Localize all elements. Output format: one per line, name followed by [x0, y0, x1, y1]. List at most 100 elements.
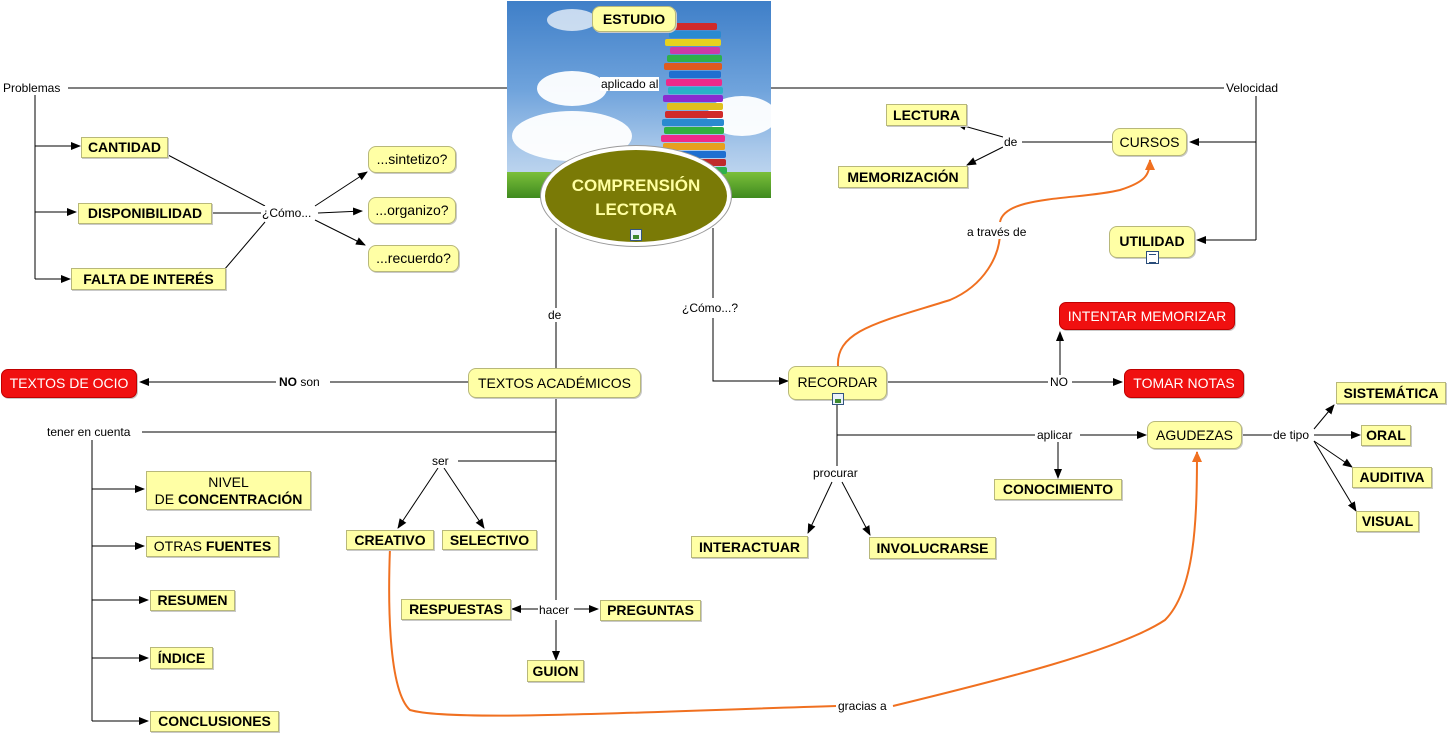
- node-label: GUION: [532, 662, 579, 679]
- link-label-como-pregunta: ¿Cómo...?: [681, 301, 740, 315]
- node-label-bold: CONCENTRACIÓN: [177, 490, 303, 507]
- node-lectura[interactable]: LECTURA: [886, 104, 967, 126]
- node-label: ...recuerdo?: [376, 250, 451, 266]
- node-interactuar[interactable]: INTERACTUAR: [691, 536, 808, 558]
- node-label: TEXTOS ACADÉMICOS: [478, 374, 631, 391]
- node-label: PREGUNTAS: [607, 602, 694, 618]
- node-label: TOMAR NOTAS: [1133, 375, 1235, 391]
- node-label: SISTEMÁTICA: [1343, 384, 1439, 401]
- node-recordar[interactable]: RECORDAR: [788, 366, 887, 405]
- link-label-procurar: procurar: [812, 466, 859, 480]
- node-organizo[interactable]: ...organizo?: [368, 197, 456, 224]
- link-label-no: NO: [279, 375, 297, 389]
- link-label-gracias-a: gracias a: [837, 699, 888, 713]
- node-nivel-de-concentracion[interactable]: NIVEL DE CONCENTRACIÓN: [146, 471, 311, 510]
- link-label-problemas: Problemas: [2, 81, 62, 95]
- node-label: CURSOS: [1119, 133, 1180, 150]
- link-label-hacer: hacer: [538, 603, 571, 617]
- link-label-tener-en-cuenta: tener en cuenta: [46, 425, 132, 439]
- node-label: CANTIDAD: [87, 139, 162, 155]
- node-label-line2: DE CONCENTRACIÓN: [155, 491, 303, 508]
- node-label: AUDITIVA: [1359, 469, 1425, 485]
- node-label: INTERACTUAR: [698, 538, 801, 555]
- node-label: CREATIVO: [354, 531, 426, 548]
- node-sintetizo[interactable]: ...sintetizo?: [368, 146, 456, 173]
- link-label-de: de: [547, 308, 563, 322]
- link-label-ser: ser: [431, 454, 450, 468]
- node-label: ...sintetizo?: [376, 151, 448, 167]
- link-label-aplicado-al: aplicado al: [600, 77, 660, 91]
- link-label-a-traves-de: a través de: [966, 225, 1028, 239]
- node-conclusiones[interactable]: CONCLUSIONES: [150, 711, 279, 732]
- node-label: ...organizo?: [375, 202, 449, 218]
- image-attachment-icon[interactable]: [832, 393, 844, 405]
- node-memorizacion[interactable]: MEMORIZACIÓN: [838, 166, 968, 188]
- node-resumen[interactable]: RESUMEN: [150, 590, 235, 611]
- node-label: RESUMEN: [157, 592, 228, 608]
- node-preguntas[interactable]: PREGUNTAS: [600, 600, 701, 621]
- center-concept-comprension-lectora[interactable]: COMPRENSIÓN LECTORA: [541, 146, 731, 246]
- node-label-prefix: OTRAS: [153, 538, 202, 554]
- node-indice[interactable]: ÍNDICE: [150, 647, 213, 669]
- node-otras-fuentes[interactable]: OTRAS FUENTES: [146, 536, 279, 557]
- node-label: RESPUESTAS: [409, 601, 503, 617]
- node-label: RECORDAR: [797, 374, 878, 390]
- center-title-line2: LECTORA: [595, 200, 677, 219]
- node-respuestas[interactable]: RESPUESTAS: [401, 599, 511, 620]
- node-disponibilidad[interactable]: DISPONIBILIDAD: [78, 203, 212, 224]
- node-involucrarse[interactable]: INVOLUCRARSE: [869, 537, 996, 559]
- node-creativo[interactable]: CREATIVO: [346, 530, 434, 550]
- node-label: CONOCIMIENTO: [1002, 481, 1114, 497]
- node-recuerdo[interactable]: ...recuerdo?: [368, 245, 459, 272]
- node-auditiva[interactable]: AUDITIVA: [1352, 467, 1432, 488]
- node-textos-de-ocio[interactable]: TEXTOS DE OCIO: [1, 369, 137, 398]
- node-label-bold: FUENTES: [205, 538, 272, 554]
- document-attachment-icon[interactable]: [1146, 251, 1159, 264]
- link-label-velocidad: Velocidad: [1225, 81, 1280, 95]
- node-selectivo[interactable]: SELECTIVO: [442, 530, 537, 550]
- node-estudio[interactable]: ESTUDIO: [592, 6, 676, 32]
- node-textos-academicos[interactable]: TEXTOS ACADÉMICOS: [468, 368, 641, 398]
- cloud: [547, 9, 597, 31]
- link-label-no-son: NO son: [278, 375, 321, 389]
- center-title-line1: COMPRENSIÓN: [571, 176, 701, 195]
- node-tomar-notas[interactable]: TOMAR NOTAS: [1124, 369, 1244, 398]
- node-utilidad[interactable]: UTILIDAD: [1109, 226, 1195, 264]
- link-label-aplicar: aplicar: [1036, 428, 1074, 442]
- node-label: UTILIDAD: [1119, 233, 1185, 249]
- node-label-prefix: DE: [154, 490, 178, 507]
- node-label: AGUDEZAS: [1155, 426, 1233, 443]
- node-label-line1: NIVEL: [208, 473, 249, 490]
- node-label: LECTURA: [893, 106, 960, 123]
- node-label: MEMORIZACIÓN: [847, 168, 959, 185]
- node-label: ÍNDICE: [157, 649, 206, 666]
- link-label-son: son: [297, 375, 320, 389]
- node-label: FALTA DE INTERÉS: [83, 270, 214, 287]
- node-agudezas[interactable]: AGUDEZAS: [1147, 421, 1242, 449]
- node-label: ORAL: [1366, 427, 1406, 443]
- node-label: INVOLUCRARSE: [876, 539, 989, 556]
- node-cursos[interactable]: CURSOS: [1112, 128, 1187, 156]
- cloud: [537, 71, 607, 106]
- node-label: VISUAL: [1361, 513, 1414, 529]
- node-guion[interactable]: GUION: [527, 660, 584, 682]
- link-label-de: de: [1003, 135, 1019, 149]
- node-label: INTENTAR MEMORIZAR: [1067, 307, 1227, 324]
- node-label: TEXTOS DE OCIO: [9, 375, 129, 391]
- node-label: CONCLUSIONES: [158, 713, 271, 729]
- node-conocimiento[interactable]: CONOCIMIENTO: [994, 479, 1122, 500]
- node-visual[interactable]: VISUAL: [1356, 511, 1419, 532]
- link-label-no: NO: [1049, 375, 1069, 389]
- node-label: DISPONIBILIDAD: [87, 205, 203, 221]
- node-sistematica[interactable]: SISTEMÁTICA: [1336, 382, 1446, 404]
- node-falta-de-interes[interactable]: FALTA DE INTERÉS: [71, 268, 226, 290]
- image-attachment-icon[interactable]: [630, 228, 642, 241]
- node-cantidad[interactable]: CANTIDAD: [81, 137, 168, 158]
- node-oral[interactable]: ORAL: [1361, 425, 1411, 446]
- node-label: SELECTIVO: [449, 531, 530, 548]
- link-label-de-tipo: de tipo: [1272, 428, 1311, 442]
- node-intentar-memorizar[interactable]: INTENTAR MEMORIZAR: [1059, 302, 1235, 330]
- link-label-como: ¿Cómo...: [261, 206, 313, 220]
- node-label: ESTUDIO: [602, 10, 666, 27]
